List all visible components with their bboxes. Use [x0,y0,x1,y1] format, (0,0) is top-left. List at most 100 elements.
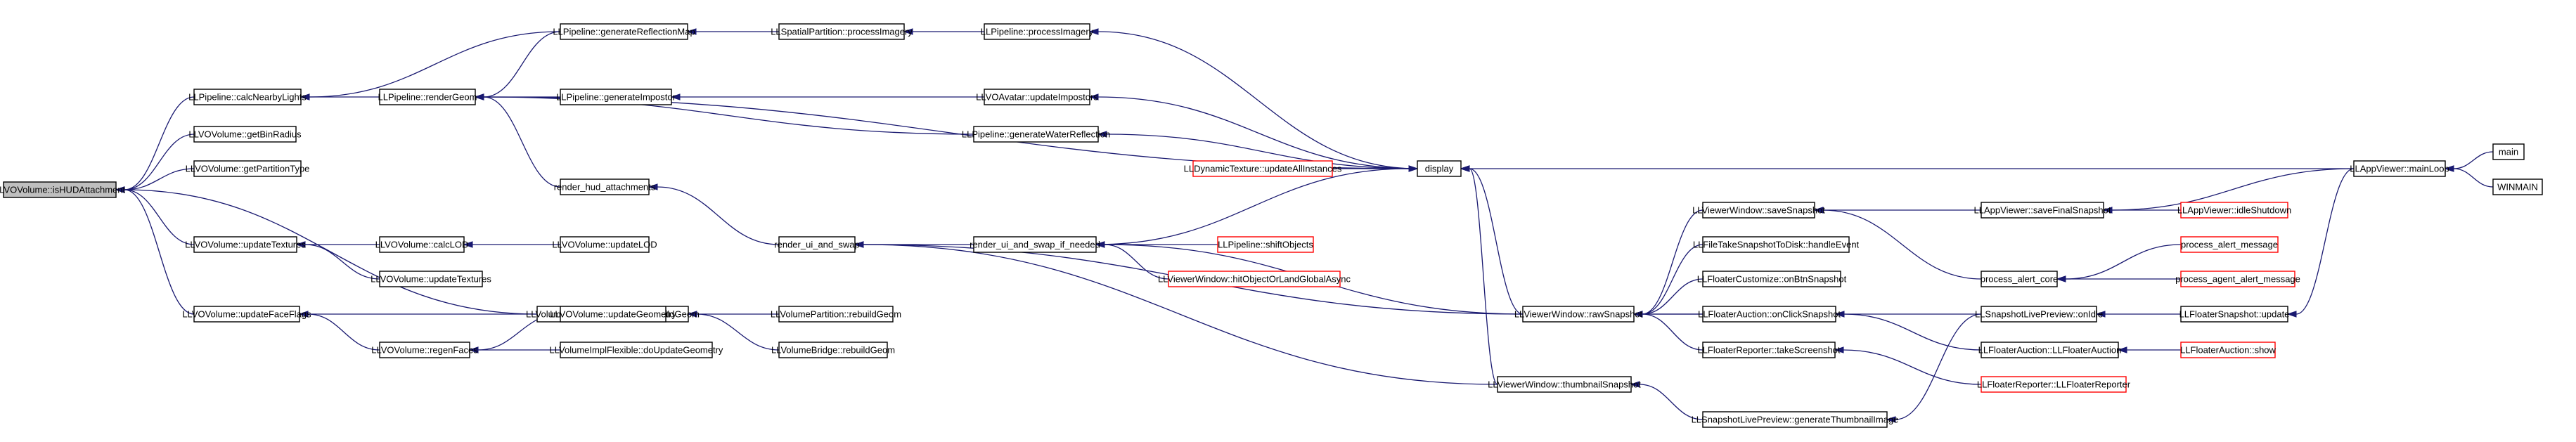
graph-node-thumbnail-snapshot[interactable]: LLViewerWindow::thumbnailSnapshot [1488,376,1641,393]
graph-node-display[interactable]: display [1417,160,1462,177]
graph-node-regen-faces[interactable]: LLVOVolume::regenFaces [371,342,478,358]
node-label: LLSnapshotLivePreview::onIdle [1975,309,2103,320]
arrowhead [1460,165,1470,172]
graph-node-render-ui-swap-if[interactable]: render_ui_and_swap_if_needed [970,236,1100,253]
call-edge [1097,31,1418,169]
node-label: LLAppViewer::mainLoop [2350,164,2449,174]
graph-node-file-take[interactable]: LLFileTakeSnapshotToDisk::handleEvent [1693,236,1860,253]
graph-node-main[interactable]: main [2492,143,2525,160]
node-box [193,89,302,105]
graph-node-auction-ctor[interactable]: LLFloaterAuction::LLFloaterAuction [1978,342,2122,358]
graph-node-take-screenshot[interactable]: LLFloaterReporter::takeScreenshot [1697,342,1841,358]
arrowhead [1632,311,1643,318]
graph-node-process-imagery-pipe[interactable]: LLPipeline::processImagery [981,23,1094,40]
graph-node-shift-objects[interactable]: LLPipeline::shiftObjects [1217,236,1314,253]
graph-node-update-l-o-d[interactable]: LLVOVolume::updateLOD [552,236,657,253]
graph-node-on-click-snapshot[interactable]: LLFloaterAuction::onClickSnapshot [1698,306,1841,323]
graph-node-snap-update[interactable]: LLFloaterSnapshot::update [2179,306,2290,323]
call-edge [1843,313,1982,351]
arrowhead [687,311,697,318]
arrowhead [1408,165,1419,172]
node-label: LLPipeline::calcNearbyLights [188,92,307,103]
graph-node-generate-water-reflection[interactable]: LLPipeline::generateWaterReflection [962,126,1110,143]
graph-node-calc-l-o-d[interactable]: LLVOVolume::calcLOD [375,236,469,253]
graph-node-process-alert-core[interactable]: process_alert_core [1981,271,2059,287]
graph-node-agent-alert-msg[interactable]: process_agent_alert_message [2175,271,2300,287]
node-box [1981,342,2119,358]
graph-node-update-all-instances[interactable]: LLDynamicTexture::updateAllInstances [1184,160,1342,177]
graph-node-gen-thumb[interactable]: LLSnapshotLivePreview::generateThumbnail… [1692,411,1899,428]
arrowhead [468,346,479,353]
arrowhead [648,183,658,190]
graph-node-idle-shutdown[interactable]: LLAppViewer::idleShutdown [2177,202,2291,219]
node-box [1702,202,1815,219]
call-edge [483,96,1418,169]
graph-node-render-geom[interactable]: LLPipeline::renderGeom [378,89,477,105]
call-edge [483,96,561,188]
graph-node-generate-impostor[interactable]: LLPipeline::generateImpostor [556,89,676,105]
arrowhead [854,241,864,248]
graph-node-calc-nearby-lights[interactable]: LLPipeline::calcNearbyLights [188,89,307,105]
node-box [778,306,894,323]
node-box [193,160,302,177]
graph-node-render-hud[interactable]: render_hud_attachments [554,178,656,195]
node-label: LLVOVolume::getPartitionType [186,164,310,174]
graph-node-reporter-ctor[interactable]: LLFloaterReporter::LLFloaterReporter [1977,376,2131,393]
node-box [560,342,713,358]
arrowhead [686,28,697,35]
call-edge [696,313,780,351]
graph-node-alert-msg[interactable]: process_alert_message [2180,236,2279,253]
graph-node-raw-snapshot[interactable]: LLViewerWindow::rawSnapshot [1514,306,1643,323]
graph-node-process-imagery-s-p[interactable]: LLSpatialPartition::processImagery [771,23,913,40]
node-label: LLVOVolume::calcLOD [375,240,469,250]
node-label: LLAppViewer::saveFinalSnapshot [1974,205,2111,216]
arrowhead [2102,207,2113,214]
call-edge [124,189,195,315]
graph-node-auction-show[interactable]: LLFloaterAuction::show [2180,342,2276,358]
node-label: LLSnapshotLivePreview::generateThumbnail… [1692,415,1899,425]
node-label: LLFloaterSnapshot::update [2179,309,2290,320]
call-edge [124,96,195,190]
node-label: LLFloaterAuction::onClickSnapshot [1698,309,1841,320]
graph-node-render-ui-swap[interactable]: render_ui_and_swap [774,236,860,253]
node-box [2180,202,2288,219]
graph-node-save-final-snapshot[interactable]: LLAppViewer::saveFinalSnapshot [1974,202,2111,219]
graph-node-update-face-flags[interactable]: LLVOVolume::updateFaceFlags [182,306,311,323]
node-label: LLSpatialPartition::processImagery [771,27,913,37]
arrowhead [1630,381,1640,388]
graph-node-update-textures-all[interactable]: LLVOVolume::updateTextures [371,271,491,287]
graph-node-on-btn-snapshot[interactable]: LLFloaterCustomize::onBtnSnapshot [1697,271,1847,287]
graph-node-rebuild-bridge[interactable]: LLVolumeBridge::rebuildGeom [771,342,895,358]
node-label: LLVolumeImplFlexible::doUpdateGeometry [550,345,723,356]
graph-node-main-loop[interactable]: LLAppViewer::mainLoop [2350,160,2449,177]
graph-node-rebuild-partition[interactable]: LLVolumePartition::rebuildGeom [771,306,901,323]
graph-node-hit-object[interactable]: LLViewerWindow::hitObjectOrLandGlobalAsy… [1158,271,1351,287]
graph-node-do-update-geometry[interactable]: LLVolumeImplFlexible::doUpdateGeometry [550,342,723,358]
graph-node-get-partition-type[interactable]: LLVOVolume::getPartitionType [186,160,310,177]
graph-node-update-textures-vol[interactable]: LLVOVolume::updateTextures [185,236,306,253]
graph-node-on-idle[interactable]: LLSnapshotLivePreview::onIdle [1975,306,2103,323]
node-label: LLViewerWindow::hitObjectOrLandGlobalAsy… [1158,274,1351,285]
node-label: LLViewerWindow::saveSnapshot [1692,205,1825,216]
node-label: LLVolumeBridge::rebuildGeom [771,345,895,356]
call-edge [2065,244,2182,280]
call-edge [1469,168,1498,385]
graph-node-winmain[interactable]: WINMAIN [2492,178,2543,195]
call-edge [657,186,780,245]
call-edge [1642,209,1704,315]
node-box [2353,160,2446,177]
node-label: process_agent_alert_message [2175,274,2300,285]
graph-node-get-bin-radius[interactable]: LLVOVolume::getBinRadius [188,126,302,143]
graph-node-update-geometry[interactable]: LLVOVolume::updateGeometry [550,306,676,323]
node-box [2180,342,2276,358]
node-label: render_hud_attachments [554,182,656,193]
arrowhead [2056,275,2066,282]
graph-node-update-impostors[interactable]: LLVOAvatar::updateImpostors [976,89,1098,105]
graph-node-save-snapshot[interactable]: LLViewerWindow::saveSnapshot [1692,202,1825,219]
call-edge [124,189,195,245]
graph-node-generate-reflection-map[interactable]: LLPipeline::generateReflectionMap [553,23,695,40]
arrowhead [474,93,484,100]
node-box [1981,202,2104,219]
node-box [778,23,905,40]
node-label: LLVOVolume::updateFaceFlags [182,309,311,320]
